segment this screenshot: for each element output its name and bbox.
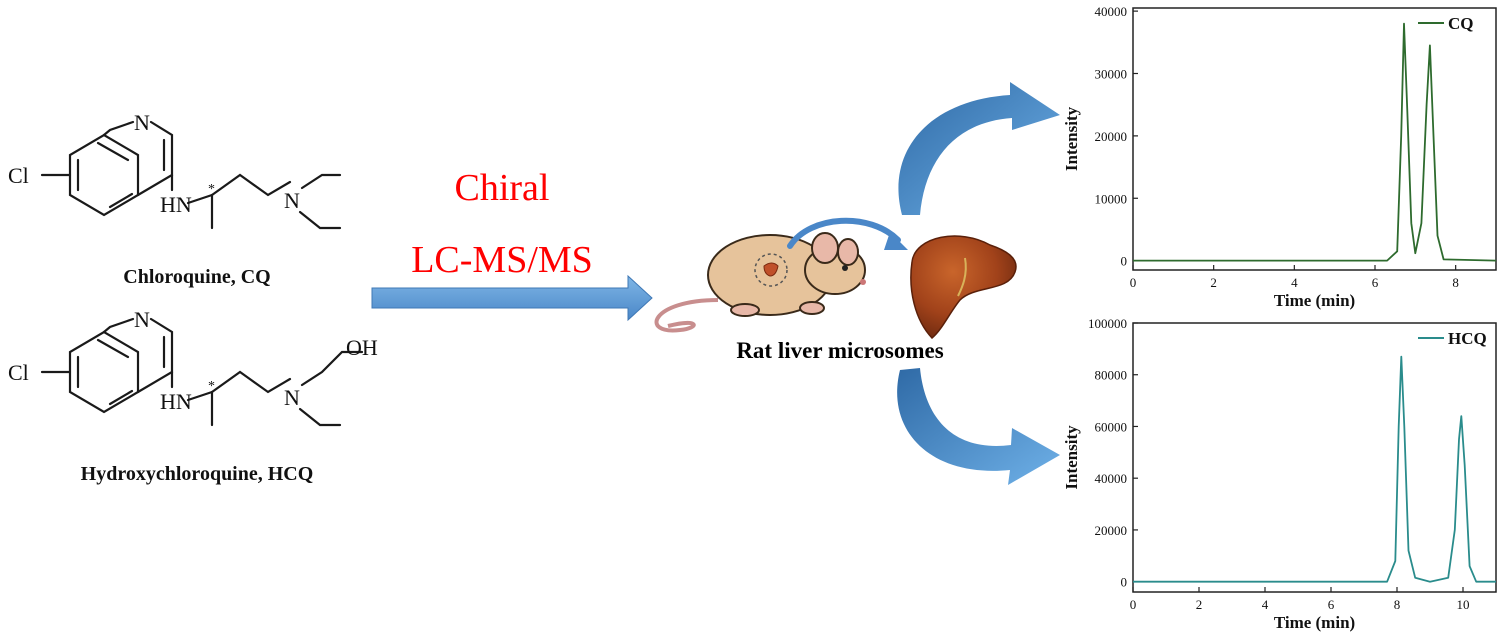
cq-amine-nitrogen: N [284, 188, 300, 213]
hcq-ring-nitrogen: N [134, 307, 150, 332]
liver-ligament [957, 257, 967, 297]
x-tick-label: 10 [1457, 597, 1470, 612]
hcq-chlorine: Cl [8, 360, 29, 385]
y-tick-label: 30000 [1095, 67, 1128, 82]
liver-icon [910, 235, 1017, 340]
method-chiral-label: Chiral [455, 167, 550, 209]
y-axis-label: Intensity [1062, 425, 1081, 490]
x-axis-label: Time (min) [1274, 291, 1355, 310]
x-tick-label: 6 [1372, 275, 1379, 290]
rat-illustration [654, 232, 866, 333]
x-tick-label: 0 [1130, 275, 1137, 290]
y-tick-label: 0 [1121, 254, 1128, 269]
legend-label: CQ [1448, 14, 1474, 33]
y-axis-label: Intensity [1062, 106, 1081, 171]
plot-frame [1132, 322, 1497, 593]
hcq-hydroxyl: OH [346, 335, 378, 360]
cq-hn: HN [160, 192, 192, 217]
x-tick-label: 4 [1291, 275, 1298, 290]
x-tick-label: 8 [1452, 275, 1459, 290]
hcq-amine-nitrogen: N [284, 385, 300, 410]
hydroxychloroquine-structure [40, 317, 364, 427]
hcq-hn: HN [160, 389, 192, 414]
process-arrow [371, 274, 653, 322]
y-tick-label: 40000 [1095, 471, 1128, 486]
x-tick-label: 6 [1328, 597, 1335, 612]
y-tick-label: 100000 [1088, 316, 1127, 331]
y-tick-label: 10000 [1095, 191, 1128, 206]
x-tick-label: 2 [1196, 597, 1203, 612]
y-tick-label: 80000 [1095, 368, 1128, 383]
x-tick-label: 2 [1210, 275, 1217, 290]
legend-label: HCQ [1448, 329, 1487, 348]
method-lcmsms-label: LC-MS/MS [411, 239, 593, 281]
x-tick-label: 8 [1394, 597, 1401, 612]
plot-frame [1132, 7, 1497, 271]
chloroquine-structure [40, 120, 342, 230]
center-label: Rat liver microsomes [736, 338, 943, 363]
cq-caption: Chloroquine, CQ [123, 266, 270, 288]
cq-chlorine: Cl [8, 163, 29, 188]
series-line-cq [1133, 22, 1497, 262]
y-tick-label: 20000 [1095, 523, 1128, 538]
hcq-chiral-star: * [208, 379, 215, 394]
hcq-caption: Hydroxychloroquine, HCQ [81, 463, 314, 485]
x-tick-label: 4 [1262, 597, 1269, 612]
series-line-hcq [1133, 355, 1496, 583]
rat-to-liver-arrow [787, 217, 901, 249]
curved-arrow-to-cq-chart [898, 82, 1060, 215]
y-tick-label: 40000 [1095, 4, 1128, 19]
y-tick-label: 0 [1121, 575, 1128, 590]
cq-ring-nitrogen: N [134, 110, 150, 135]
y-tick-label: 20000 [1095, 129, 1128, 144]
y-tick-label: 60000 [1095, 419, 1128, 434]
curved-arrow-to-hcq-chart [897, 368, 1060, 485]
cq-chiral-star: * [208, 182, 215, 197]
rat-to-liver-arrowhead [884, 232, 908, 250]
x-tick-label: 0 [1130, 597, 1137, 612]
x-axis-label: Time (min) [1274, 613, 1355, 632]
